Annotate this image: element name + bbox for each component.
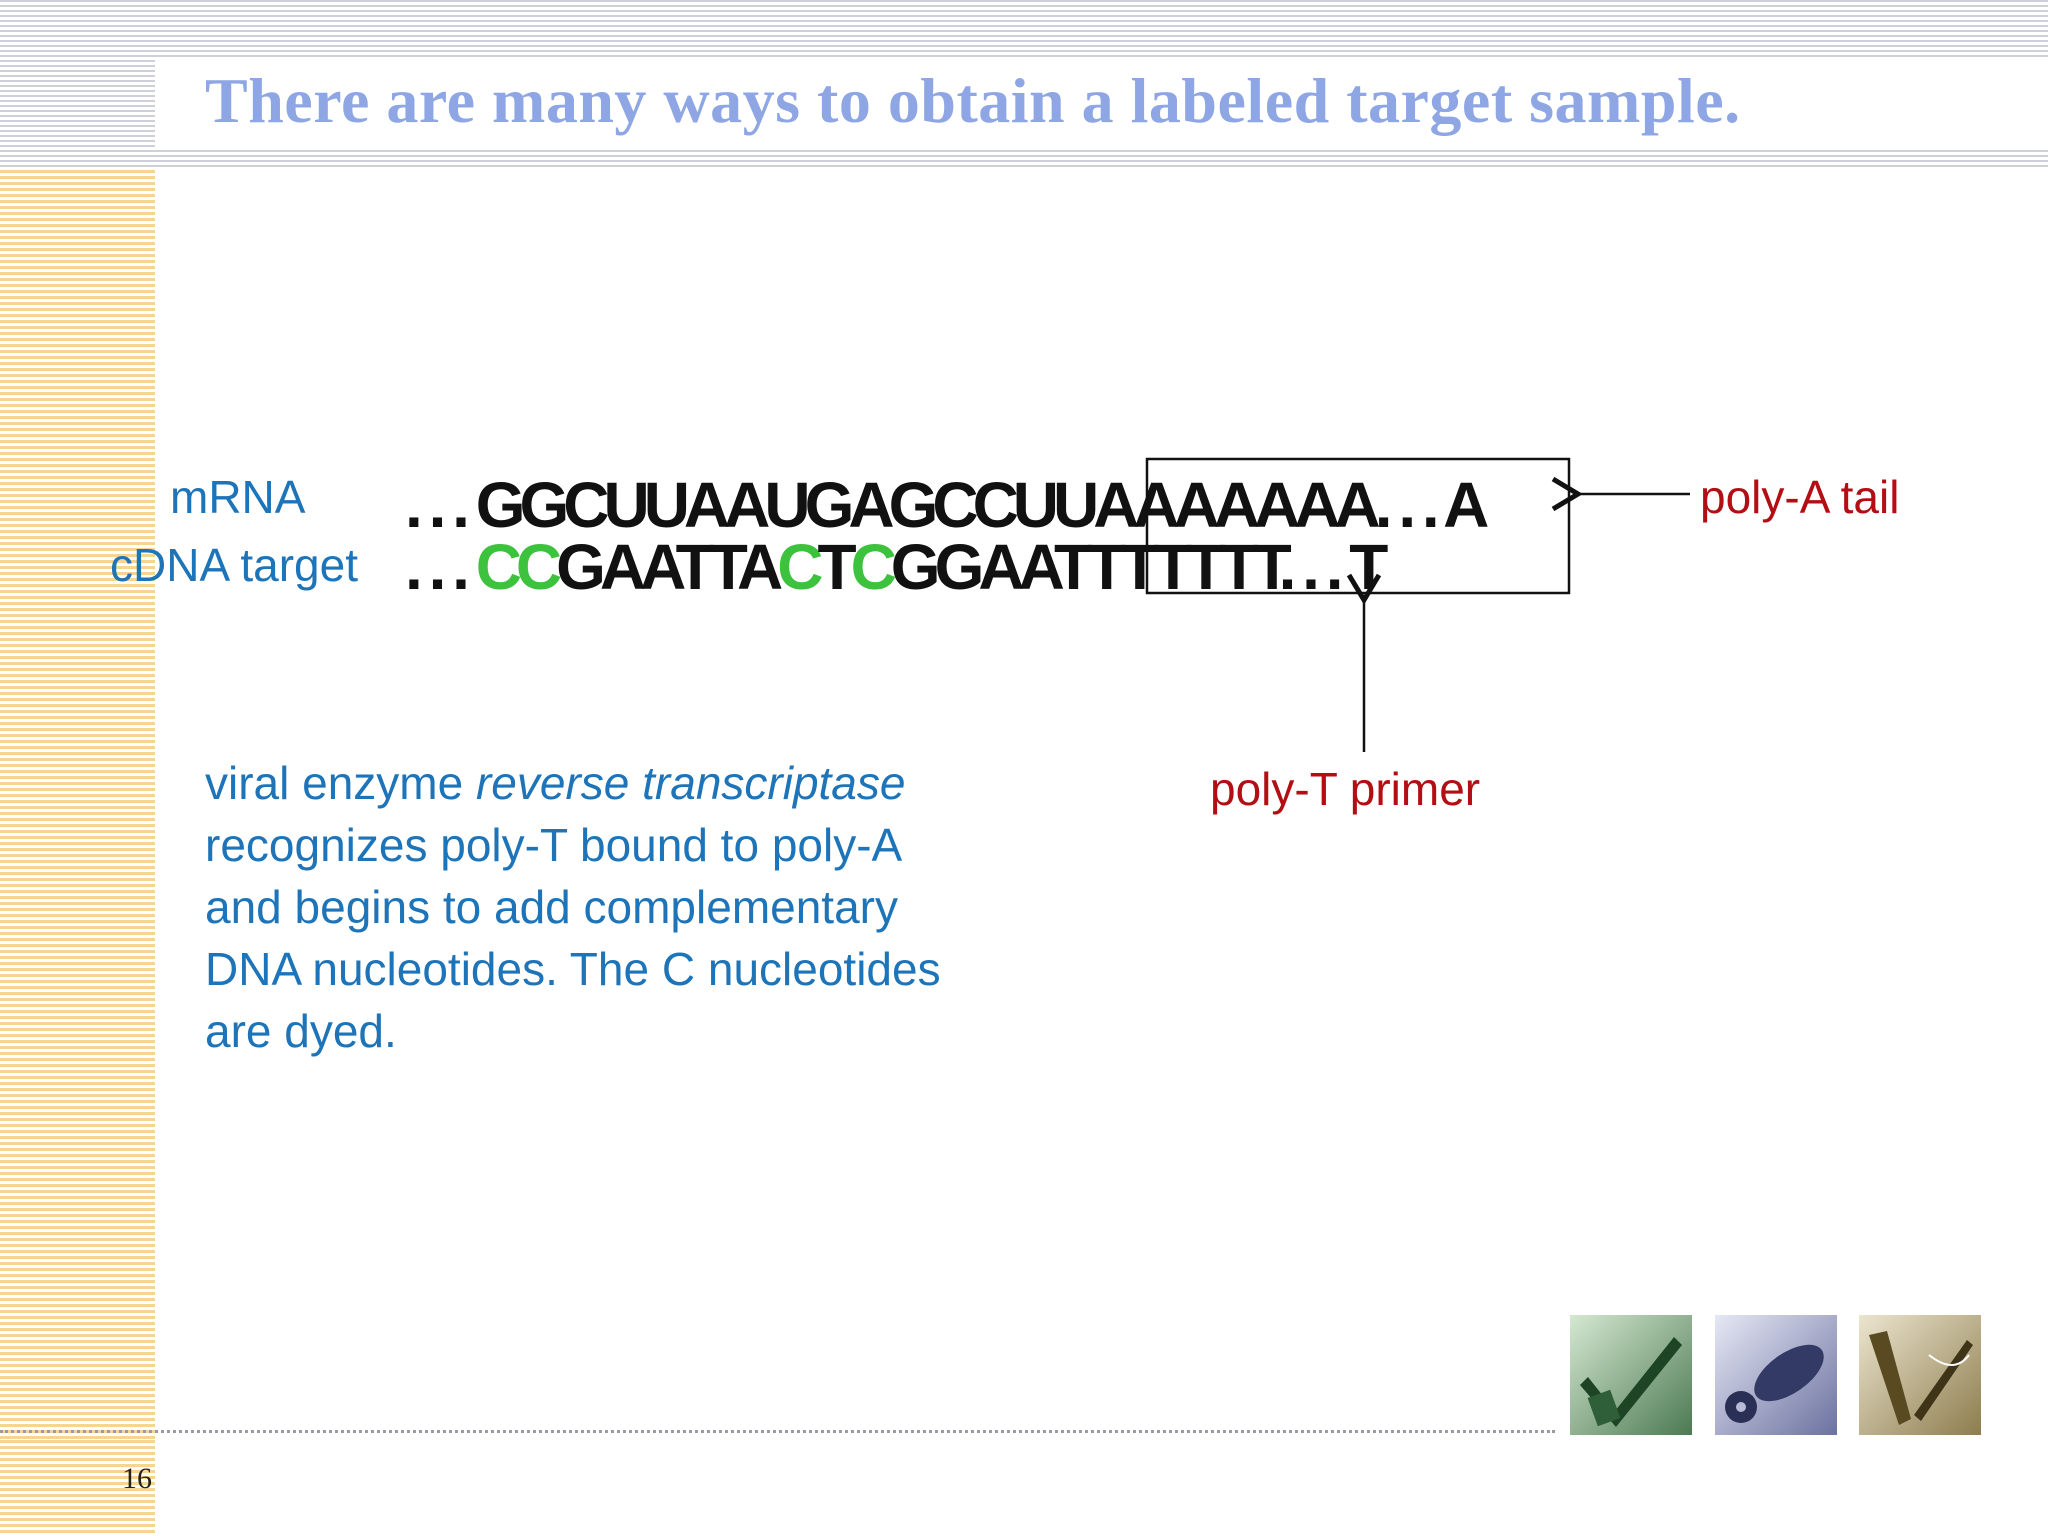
description-line-1-italic: reverse transcriptase <box>475 757 906 809</box>
disc-icon <box>1715 1315 1837 1435</box>
cdna-sequence: . . . CCGAATTACTCGGAATTTTTTT. . . T <box>405 530 1389 604</box>
poly-region-box <box>1145 457 1571 595</box>
sequence-segment: . . . <box>405 531 476 603</box>
slide-title: There are many ways to obtain a labeled … <box>205 65 1741 136</box>
footer-stripes <box>0 1440 155 1536</box>
title-background <box>155 58 2048 148</box>
sequence-segment: T <box>817 531 856 603</box>
description-text: viral enzyme reverse transcriptase recog… <box>205 752 941 1062</box>
sidebar-stripes <box>0 170 155 1440</box>
description-line-1-prefix: viral enzyme <box>205 757 476 809</box>
dyed-nucleotide: C <box>850 531 897 603</box>
cdna-label: cDNA target <box>110 539 358 591</box>
sequence-segment: GAATTA <box>556 531 783 603</box>
description-line-2: recognizes poly-T bound to poly-A <box>205 819 903 871</box>
description-line-4: DNA nucleotides. The C nucleotides <box>205 943 941 995</box>
sequence-segment: GGAATTTTTTT. . . T <box>890 531 1389 603</box>
footer-divider <box>0 1430 1555 1433</box>
mrna-label: mRNA <box>170 471 306 523</box>
dyed-nucleotide: C <box>777 531 823 603</box>
description-line-1: viral enzyme reverse transcriptase <box>205 752 941 814</box>
wand-icon <box>1859 1315 1981 1435</box>
description-line-5: are dyed. <box>205 1005 397 1057</box>
description-line-3: and begins to add complementary <box>205 881 898 933</box>
mrna-sequence: . . . GGCUUAAUGAGCCUUAAAAAAA. . . A <box>405 469 1489 541</box>
dyed-nucleotide: CC <box>475 531 562 603</box>
checkmark-icon <box>1570 1315 1692 1435</box>
poly-t-label: poly-T primer <box>1210 763 1481 815</box>
poly-a-label: poly-A tail <box>1700 471 1900 523</box>
slide-number: 16 <box>122 1462 152 1495</box>
